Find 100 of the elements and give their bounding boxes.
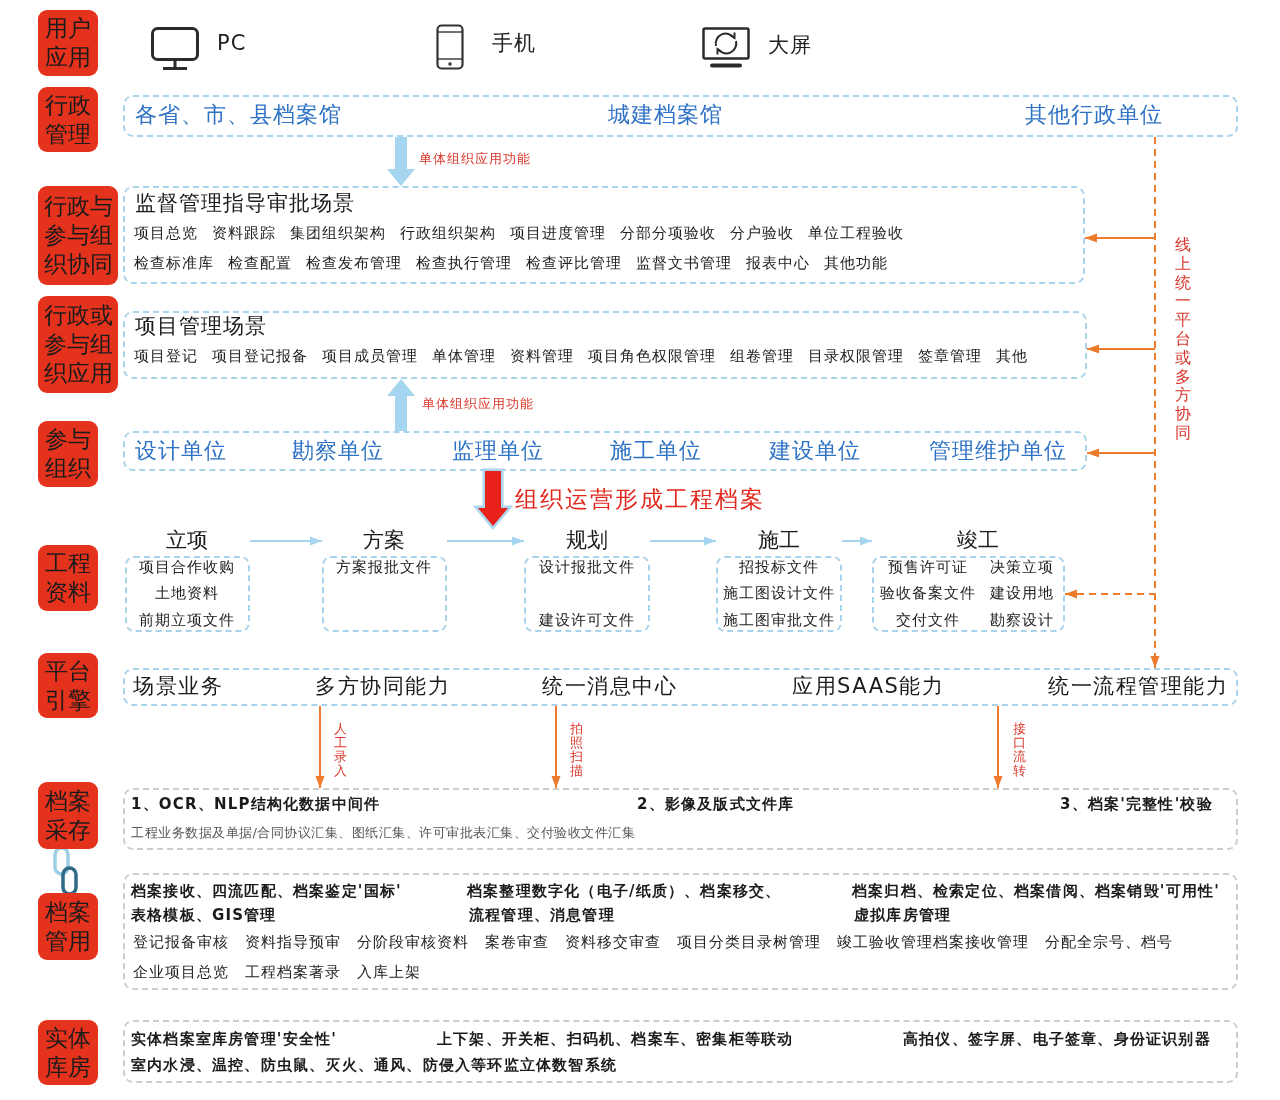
feature-text: 3、档案'完整性'校验 xyxy=(1060,795,1213,813)
dashed-panel xyxy=(123,788,1238,850)
function-item: 其他功能 xyxy=(824,254,888,272)
function-item: 行政组织架构 xyxy=(400,224,496,242)
row-label: 平台引擎 xyxy=(38,653,98,718)
note-text: 工程业务数据及单据/合同协议汇集、图纸汇集、许可审批表汇集、交付验收文件汇集 xyxy=(131,825,636,841)
arrow xyxy=(249,536,323,546)
stage-box xyxy=(125,528,250,632)
dashed-panel xyxy=(123,95,1238,137)
function-item: 项目进度管理 xyxy=(510,224,606,242)
function-item: 分阶段审核资料 xyxy=(357,933,469,951)
arrow xyxy=(315,705,325,789)
edge-label: 接口流转 xyxy=(1012,722,1026,778)
function-item: 资料移交审查 xyxy=(565,933,661,951)
row-label: 行政管理 xyxy=(38,87,98,152)
edge-label: 拍照扫描 xyxy=(569,722,583,778)
document-name: 设计报批文件 xyxy=(539,558,635,576)
stage-box xyxy=(322,528,447,632)
feature-text: 表格模板、GIS管理 xyxy=(131,906,277,924)
dashed-panel xyxy=(123,873,1238,990)
block-arrow xyxy=(387,137,415,186)
document-name: 交付文件 xyxy=(896,611,960,629)
edge-label: 人工录入 xyxy=(333,722,347,778)
stage-title: 竣工 xyxy=(957,528,999,553)
unit-name: 设计单位 xyxy=(135,438,227,464)
document-name: 决策立项 xyxy=(990,558,1054,576)
device-label: 大屏 xyxy=(768,33,812,58)
feature-text: 1、OCR、NLP结构化数据中间件 xyxy=(131,795,381,813)
unit-name: 勘察单位 xyxy=(292,438,384,464)
block-arrow xyxy=(472,468,514,530)
function-item: 项目分类目录树管理 xyxy=(677,933,821,951)
row-label: 行政与参与组织协同 xyxy=(38,186,118,285)
stage-title: 规划 xyxy=(566,528,608,553)
stage-box xyxy=(716,528,842,632)
device-label: PC xyxy=(217,31,247,56)
edge-label: 单体组织应用功能 xyxy=(422,396,534,411)
capability-name: 多方协同能力 xyxy=(315,674,450,699)
row-label: 工程资料 xyxy=(38,545,98,611)
feature-text: 流程管理、消息管理 xyxy=(469,906,615,924)
arrow xyxy=(1064,136,1156,599)
function-item: 资料跟踪 xyxy=(212,224,276,242)
document-name: 施工图设计文件 xyxy=(723,584,835,602)
document-name: 前期立项文件 xyxy=(139,611,235,629)
device-label: 手机 xyxy=(492,31,536,56)
function-item: 入库上架 xyxy=(357,963,421,981)
document-name: 建设许可文件 xyxy=(539,611,635,629)
document-name: 验收备案文件 xyxy=(880,584,976,602)
function-item: 监督文书管理 xyxy=(636,254,732,272)
feature-text: 实体档案室库房管理'安全性' xyxy=(131,1030,337,1048)
block-arrow xyxy=(387,379,415,431)
row-label: 档案采存 xyxy=(38,782,98,849)
function-item: 检查评比管理 xyxy=(526,254,622,272)
feature-text: 档案接收、四流匹配、档案鉴定'国标' xyxy=(131,882,402,900)
row-label: 档案管用 xyxy=(38,893,98,960)
feature-text: 室内水浸、温控、防虫鼠、灭火、通风、防侵入等环监立体数智系统 xyxy=(131,1056,617,1074)
row-label: 实体库房 xyxy=(38,1020,98,1085)
row-label: 行政或参与组织应用 xyxy=(38,296,118,393)
edge-label: 单体组织应用功能 xyxy=(419,151,531,166)
function-item: 目录权限管理 xyxy=(808,347,904,365)
dashed-panel xyxy=(123,431,1087,471)
document-name: 建设用地 xyxy=(990,584,1054,602)
unit-name: 施工单位 xyxy=(610,438,702,464)
function-item: 签章管理 xyxy=(918,347,982,365)
feature-text: 虚拟库房管理 xyxy=(854,906,952,924)
capability-name: 应用SAAS能力 xyxy=(792,674,945,699)
edge-label: 组织运营形成工程档案 xyxy=(515,486,765,513)
unit-name: 监理单位 xyxy=(452,438,544,464)
edge-label: 线上统一平台或多方协同 xyxy=(1174,236,1192,443)
function-item: 项目登记 xyxy=(134,347,198,365)
feature-text: 档案整理数字化（电子/纸质）、档案移交、 xyxy=(467,882,782,900)
stage-box xyxy=(872,528,1065,632)
function-item: 分户验收 xyxy=(730,224,794,242)
arrow xyxy=(551,705,561,789)
dashed-panel xyxy=(123,668,1238,706)
function-item: 案卷审查 xyxy=(485,933,549,951)
function-item: 分部分项验收 xyxy=(620,224,716,242)
dashed-panel xyxy=(123,1020,1238,1083)
dashed-panel xyxy=(123,186,1085,284)
unit-name: 各省、市、县档案馆 xyxy=(135,102,342,128)
capability-name: 统一消息中心 xyxy=(542,674,677,699)
document-name: 土地资料 xyxy=(155,584,219,602)
function-item: 检查发布管理 xyxy=(306,254,402,272)
function-item: 集团组织架构 xyxy=(290,224,386,242)
function-item: 登记报备审核 xyxy=(133,933,229,951)
function-item: 单位工程验收 xyxy=(808,224,904,242)
function-item: 其他 xyxy=(996,347,1028,365)
unit-name: 城建档案馆 xyxy=(608,102,723,128)
stage-box xyxy=(524,528,650,632)
document-name: 预售许可证 xyxy=(888,558,968,576)
function-item: 项目总览 xyxy=(134,224,198,242)
dashed-panel xyxy=(123,311,1087,379)
function-item: 项目成员管理 xyxy=(322,347,418,365)
arrow xyxy=(841,536,873,546)
feature-text: 档案归档、检索定位、档案借阅、档案销毁'可用性' xyxy=(852,882,1220,900)
document-name: 勘察设计 xyxy=(990,611,1054,629)
function-item: 资料管理 xyxy=(510,347,574,365)
arrow xyxy=(446,536,525,546)
function-item: 单体管理 xyxy=(432,347,496,365)
stage-title: 立项 xyxy=(166,528,208,553)
capability-name: 统一流程管理能力 xyxy=(1048,674,1228,699)
